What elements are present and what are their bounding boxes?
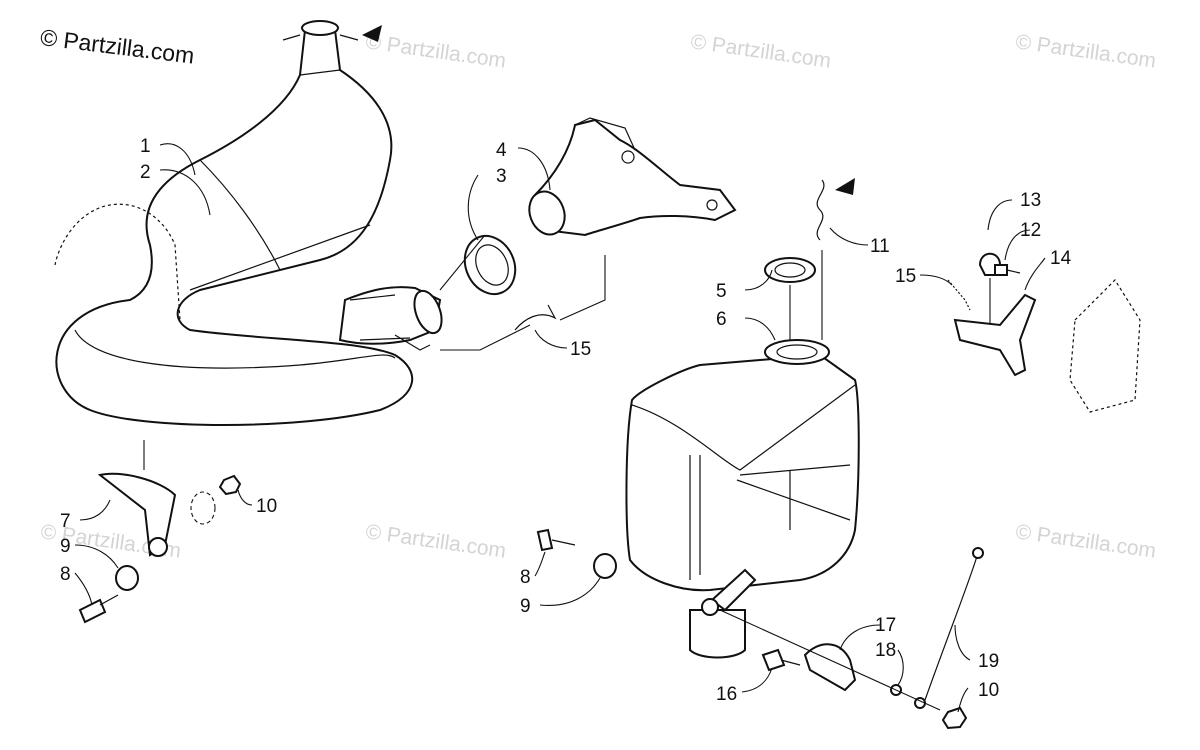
callout-9: 9 (60, 536, 71, 557)
spring[interactable] (514, 279, 971, 331)
callout-13: 13 (1020, 190, 1041, 211)
grommet[interactable] (115, 553, 617, 591)
callout-2: 2 (140, 162, 151, 183)
callout-10: 10 (978, 680, 999, 701)
ground-cable[interactable] (914, 547, 984, 709)
resonator-tank[interactable] (625, 339, 860, 659)
callout-1: 1 (140, 136, 151, 157)
callout-7: 7 (60, 511, 71, 532)
spring[interactable] (816, 179, 825, 241)
callout-8: 8 (520, 567, 531, 588)
spring[interactable] (54, 203, 181, 321)
callout-17: 17 (875, 615, 896, 636)
exhaust-manifold[interactable] (524, 117, 737, 239)
callout-19: 19 (978, 651, 999, 672)
callout-16: 16 (716, 684, 737, 705)
bolt[interactable] (78, 528, 576, 624)
callout-11: 11 (870, 236, 890, 257)
arrow-icon (362, 25, 382, 42)
exhaust-outlet[interactable] (338, 286, 447, 351)
callout-5: 5 (716, 281, 727, 302)
callout-14: 14 (1050, 248, 1072, 269)
bracket-bolt[interactable] (994, 264, 1021, 276)
gasket[interactable] (456, 228, 525, 303)
bolt[interactable] (761, 648, 801, 672)
mount-bracket[interactable] (803, 643, 857, 692)
mounting-bracket[interactable] (953, 293, 1037, 377)
callout-3: 3 (496, 166, 507, 187)
exhaust-pipe[interactable] (55, 20, 414, 426)
tank-cap[interactable] (764, 257, 816, 283)
callout-10: 10 (256, 496, 277, 517)
engine-housing (1069, 279, 1141, 413)
callout-6: 6 (716, 309, 727, 330)
callout-18: 18 (875, 640, 896, 661)
callout-15: 15 (570, 339, 591, 360)
callout-8: 8 (60, 564, 71, 585)
callout-4: 4 (496, 140, 507, 161)
callout-9: 9 (520, 596, 531, 617)
callout-12: 12 (1020, 220, 1041, 241)
callout-15: 15 (895, 266, 916, 287)
arrow-icon (835, 178, 855, 195)
nut[interactable] (218, 474, 968, 730)
mount-bracket[interactable] (97, 440, 177, 557)
